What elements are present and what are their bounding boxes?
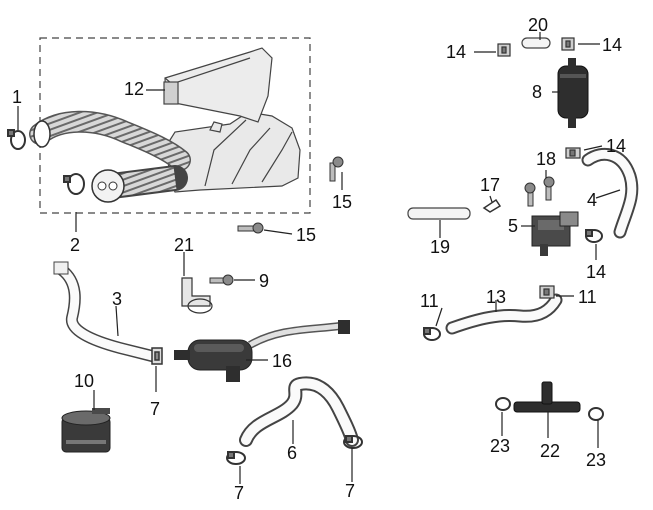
label-part-7-a: 7 xyxy=(150,399,161,419)
label-part-19: 19 xyxy=(430,237,451,257)
label-part-15-a: 15 xyxy=(332,192,353,212)
label-part-23-a: 23 xyxy=(490,436,511,456)
bolt-15-lower xyxy=(237,222,264,234)
clamp-7-b xyxy=(226,451,246,465)
clamp-14-a xyxy=(497,43,511,57)
leader-lines xyxy=(17,32,621,484)
air-duct-12 xyxy=(163,47,273,123)
label-part-3: 3 xyxy=(112,289,123,309)
label-part-14-c: 14 xyxy=(606,136,627,156)
label-part-4: 4 xyxy=(587,190,598,210)
pipe-19 xyxy=(407,207,471,220)
bolt-15-upper xyxy=(329,156,344,182)
clamp-14-d xyxy=(585,229,603,243)
label-part-10: 10 xyxy=(74,371,95,391)
hose-6 xyxy=(239,376,359,447)
group-boundary xyxy=(39,37,311,214)
label-part-20: 20 xyxy=(528,15,549,35)
label-part-21: 21 xyxy=(174,235,195,255)
label-part-17: 17 xyxy=(480,175,501,195)
label-part-1: 1 xyxy=(12,87,23,107)
intake-tube xyxy=(29,110,191,171)
hose-13 xyxy=(445,293,563,335)
pipe-20 xyxy=(521,37,551,49)
hose-clamp-lower xyxy=(63,173,85,195)
clamp-11-a xyxy=(423,327,441,341)
label-part-14-a: 14 xyxy=(446,42,467,62)
label-part-2: 2 xyxy=(70,235,81,255)
valve-5 xyxy=(531,211,579,256)
label-part-8: 8 xyxy=(532,82,543,102)
label-part-6: 6 xyxy=(287,443,298,463)
label-part-5: 5 xyxy=(508,216,519,236)
screw-9 xyxy=(209,274,234,286)
label-part-9: 9 xyxy=(259,271,270,291)
hose-3 xyxy=(53,261,158,362)
label-part-11-a: 11 xyxy=(420,291,439,311)
label-part-18: 18 xyxy=(536,149,557,169)
t-connector-22 xyxy=(513,381,581,413)
clamp-7-c xyxy=(343,435,363,449)
lower-intake-tube xyxy=(91,165,188,203)
part-10-cylinder xyxy=(61,408,111,453)
clamp-7-a xyxy=(151,347,163,365)
clamp-14-c xyxy=(565,147,581,159)
bolt-18-b xyxy=(543,176,555,201)
label-part-12: 12 xyxy=(124,79,145,99)
label-part-23-b: 23 xyxy=(586,450,607,470)
label-part-7-c: 7 xyxy=(345,481,356,501)
clamp-23-b xyxy=(588,407,604,421)
label-part-22: 22 xyxy=(540,441,561,461)
label-part-7-b: 7 xyxy=(234,483,245,503)
canister-16 xyxy=(174,320,350,382)
clip-17 xyxy=(482,198,502,213)
hose-clamp-1 xyxy=(7,129,26,150)
label-part-13: 13 xyxy=(486,287,507,307)
air-cleaner-housing xyxy=(167,111,301,193)
bolt-18-a xyxy=(524,182,536,207)
canister-8 xyxy=(557,58,589,128)
clamp-14-b xyxy=(561,37,575,51)
hose-4 xyxy=(581,147,639,239)
clamp-11-b xyxy=(539,285,555,299)
label-part-14-b: 14 xyxy=(602,35,623,55)
clamp-23-a xyxy=(495,397,511,411)
label-part-14-d: 14 xyxy=(586,262,607,282)
label-part-15-b: 15 xyxy=(296,225,317,245)
bracket-21 xyxy=(181,277,213,314)
label-part-11-b: 11 xyxy=(578,287,597,307)
label-part-16: 16 xyxy=(272,351,293,371)
